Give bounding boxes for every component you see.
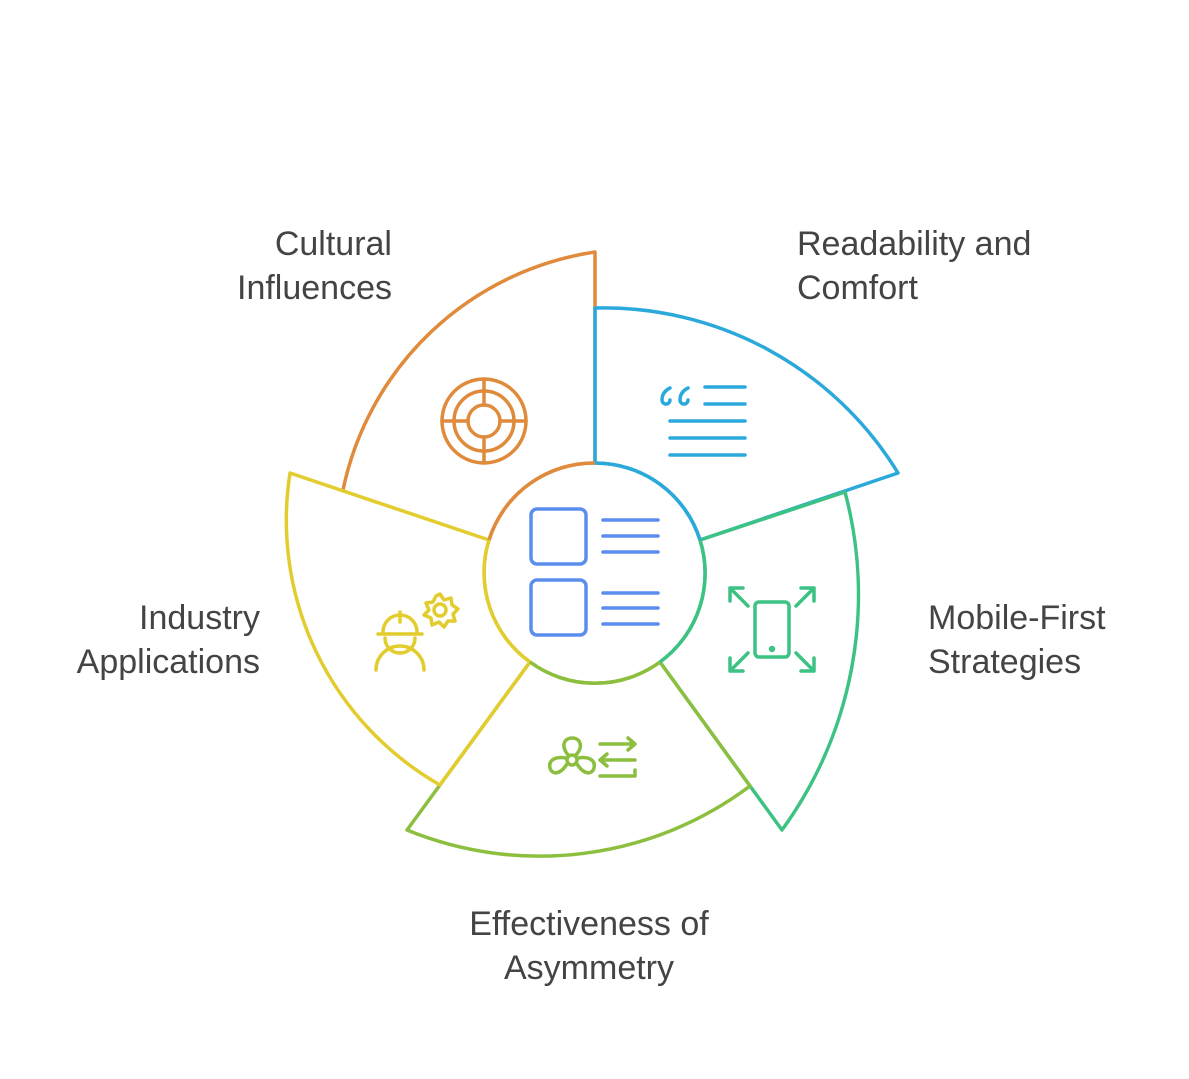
segment-industry — [284, 471, 532, 787]
maze-icon — [440, 377, 528, 465]
layout-list-icon — [529, 507, 660, 637]
segment-mobile-first — [658, 490, 861, 832]
label-mobile-first: Mobile-First Strategies — [928, 599, 1106, 681]
propeller-arrows-icon — [547, 736, 637, 778]
label-cultural-influences: Cultural Influences — [237, 225, 392, 307]
worker-gear-icon — [374, 592, 460, 672]
segment-readability-comfort — [593, 306, 900, 542]
label-readability-comfort: Readability and Comfort — [797, 225, 1032, 307]
quote-text-icon — [660, 385, 747, 457]
label-industry-applications: Industry Applications — [76, 599, 260, 681]
mobile-expand-icon — [728, 586, 816, 673]
label-asymmetry: Effectiveness of Asymmetry — [469, 905, 709, 987]
center-hub — [482, 461, 707, 686]
